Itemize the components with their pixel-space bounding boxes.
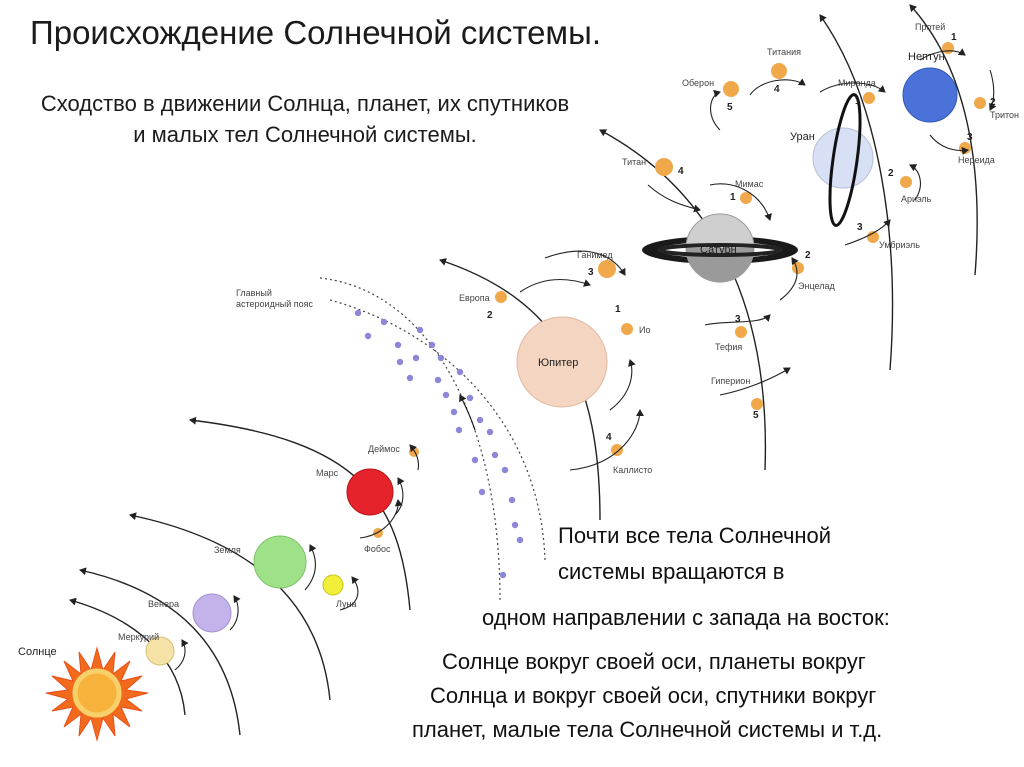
- svg-text:Нереида: Нереида: [958, 155, 995, 165]
- moon-nereid: Нереида 3: [958, 132, 995, 165]
- moon-ariel: Ариэль 2: [888, 168, 932, 204]
- svg-text:1: 1: [730, 192, 736, 203]
- svg-text:Энцелад: Энцелад: [798, 281, 835, 291]
- svg-text:Луна: Луна: [336, 599, 356, 609]
- planet-neptune: [902, 67, 958, 123]
- svg-text:3: 3: [857, 222, 863, 233]
- uranus-label: Уран: [790, 131, 815, 143]
- venus-label: Венера: [148, 599, 179, 609]
- svg-text:Ганимед: Ганимед: [577, 250, 613, 260]
- svg-text:Гиперион: Гиперион: [711, 376, 750, 386]
- saturn-label: Сатурн: [700, 244, 737, 256]
- moon-tethys: Тефия 3: [715, 314, 747, 352]
- svg-text:Каллисто: Каллисто: [613, 465, 652, 475]
- moon-ganymede: Ганимед 3: [577, 250, 616, 278]
- svg-text:2: 2: [888, 168, 894, 179]
- moon-phobos: Фобос: [364, 528, 391, 554]
- neptune-label: Нептун: [908, 51, 945, 63]
- svg-text:Ио: Ио: [639, 325, 650, 335]
- asteroid-belt-label-2: астероидный пояс: [236, 299, 314, 309]
- svg-text:3: 3: [588, 267, 594, 278]
- svg-text:2: 2: [487, 310, 493, 321]
- svg-text:5: 5: [753, 410, 759, 421]
- svg-text:5: 5: [727, 102, 733, 113]
- moon-io: Ио 1: [615, 304, 650, 335]
- moon-mimas: Мимас 1: [730, 179, 764, 204]
- sun-label: Солнце: [18, 646, 57, 658]
- svg-text:Мимас: Мимас: [735, 179, 764, 189]
- mercury-label: Меркурий: [118, 632, 159, 642]
- moon-titania: Титания 4: [767, 47, 801, 95]
- earth-label: Земля: [214, 545, 241, 555]
- svg-text:3: 3: [967, 132, 973, 143]
- planet-uranus: Уран: [790, 93, 874, 227]
- moon-triton: Тритон 2: [974, 97, 1019, 120]
- moon-hyperion: Гиперион 5: [711, 376, 763, 421]
- mars-label: Марс: [316, 468, 339, 478]
- planet-jupiter: [516, 316, 608, 408]
- planet-saturn: Сатурн: [642, 213, 798, 283]
- slide-subtitle: Сходство в движении Солнца, планет, их с…: [40, 91, 570, 147]
- orbit-uranus: [819, 14, 894, 371]
- svg-text:Тритон: Тритон: [990, 110, 1019, 120]
- moon-titan: Титан 4: [622, 157, 684, 177]
- moon-europa: Европа 2: [459, 291, 507, 321]
- svg-text:4: 4: [606, 432, 612, 443]
- caption-line-5: Солнца и вокруг своей оси, спутники вокр…: [430, 683, 877, 708]
- orbit-neptune: [909, 4, 978, 276]
- sun: Солнце: [18, 646, 149, 742]
- svg-text:Умбриэль: Умбриэль: [879, 240, 920, 250]
- svg-text:3: 3: [735, 314, 741, 325]
- svg-text:2: 2: [805, 250, 811, 261]
- moon-moon: Луна: [322, 574, 356, 609]
- orbit-venus: [79, 567, 241, 736]
- svg-text:4: 4: [678, 166, 684, 177]
- planet-earth: [253, 535, 307, 589]
- moon-miranda: Миранда 1: [838, 78, 876, 107]
- caption-line-1: Почти все тела Солнечной: [558, 523, 832, 548]
- asteroid-dots: [354, 309, 524, 579]
- moon-proteus: Протей 1: [915, 22, 957, 54]
- svg-text:4: 4: [774, 84, 780, 95]
- svg-text:1: 1: [855, 96, 861, 107]
- planet-mars: [346, 468, 394, 516]
- svg-text:1: 1: [615, 304, 621, 315]
- jupiter-label: Юпитер: [538, 357, 578, 369]
- moon-callisto: Каллисто 4: [606, 432, 652, 475]
- rotation-arrows: [174, 48, 997, 671]
- svg-text:1: 1: [951, 32, 957, 43]
- asteroid-belt-bounds: [319, 277, 546, 601]
- svg-text:Протей: Протей: [915, 22, 945, 32]
- caption-line-2: системы вращаются в: [558, 559, 785, 584]
- svg-text:Европа: Европа: [459, 293, 490, 303]
- moon-enceladus: Энцелад 2: [792, 250, 835, 291]
- caption-line-6: планет, малые тела Солнечной системы и т…: [412, 717, 883, 742]
- svg-text:Титан: Титан: [622, 157, 646, 167]
- svg-text:Ариэль: Ариэль: [901, 194, 932, 204]
- planet-mercury: [145, 636, 175, 666]
- svg-text:Деймос: Деймос: [368, 444, 400, 454]
- svg-text:Тефия: Тефия: [715, 342, 742, 352]
- slide-title: Происхождение Солнечной системы.: [30, 14, 602, 51]
- planet-venus: [192, 593, 232, 633]
- caption-line-4: Солнце вокруг своей оси, планеты вокруг: [442, 649, 866, 674]
- caption-line-3: одном направлении с запада на восток:: [482, 605, 890, 630]
- svg-text:Фобос: Фобос: [364, 544, 391, 554]
- moon-oberon: Оберон 5: [682, 78, 739, 113]
- svg-text:Оберон: Оберон: [682, 78, 714, 88]
- moon-umbriel: Умбриэль 3: [857, 222, 920, 250]
- svg-text:Титания: Титания: [767, 47, 801, 57]
- asteroid-belt-label-1: Главный: [236, 288, 272, 298]
